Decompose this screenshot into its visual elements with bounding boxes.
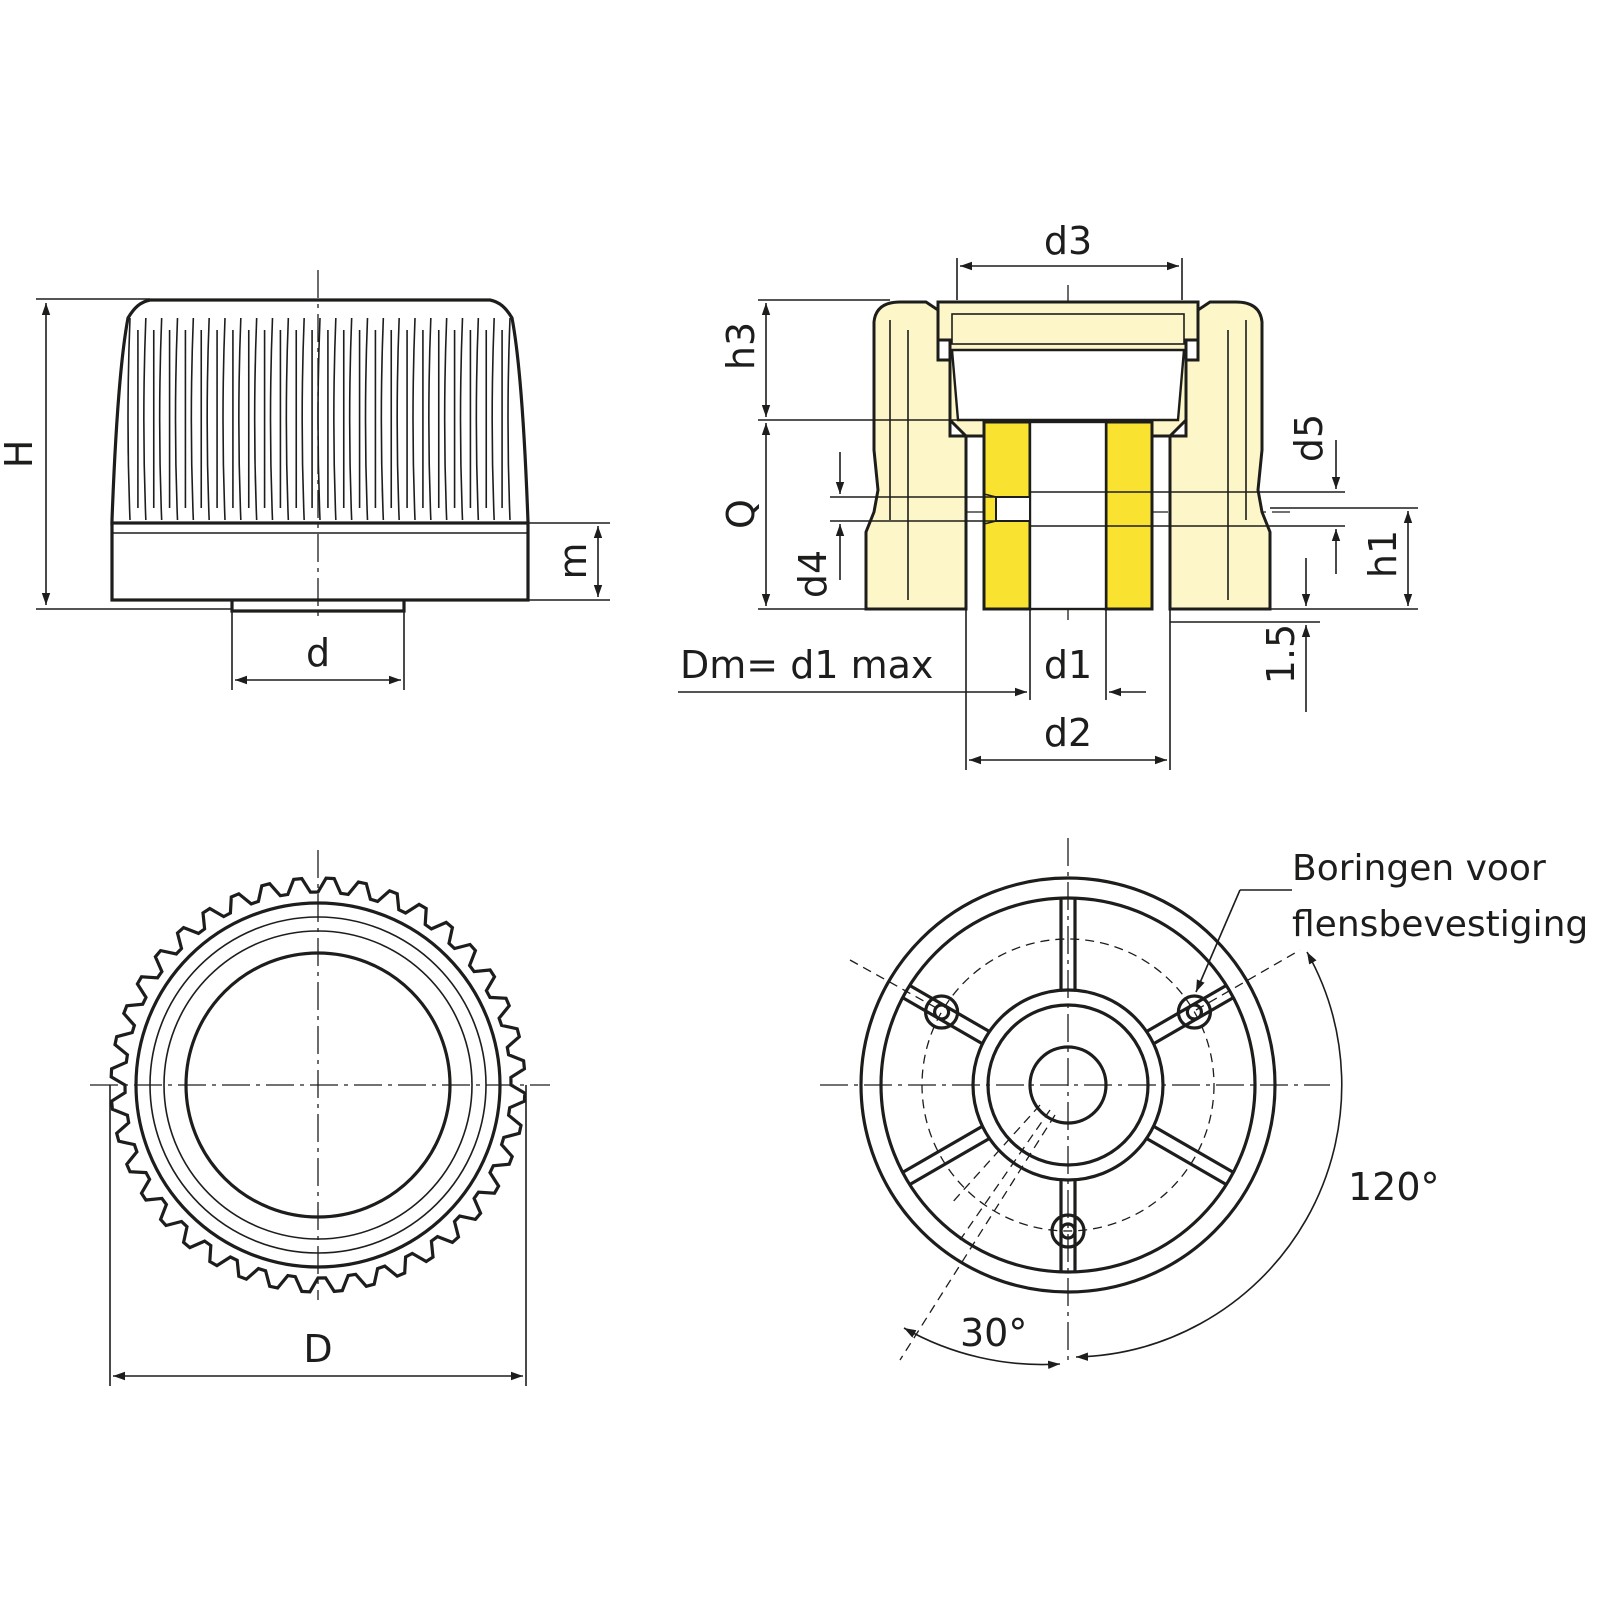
bore-hole-inner xyxy=(932,1003,951,1021)
flute-line xyxy=(222,317,226,521)
label-h3: h3 xyxy=(719,322,763,370)
label-d3: d3 xyxy=(1044,219,1092,263)
knob-base-band xyxy=(110,521,530,602)
note-line1: Boringen voor xyxy=(1292,848,1546,889)
flute-line xyxy=(190,317,195,521)
flute-line xyxy=(428,317,432,521)
rib-line xyxy=(901,996,984,1045)
flute-line xyxy=(253,317,258,521)
brass-insert-right xyxy=(1104,420,1154,611)
bore-hole-inner xyxy=(1059,1222,1077,1240)
knurled-rim xyxy=(109,876,527,1294)
label-d4: d4 xyxy=(791,550,835,598)
label-d: d xyxy=(306,631,330,675)
rib-line xyxy=(901,1125,984,1174)
label-dm: Dm= d1 max xyxy=(680,643,933,687)
label-m: m xyxy=(551,542,595,579)
label-d5: d5 xyxy=(1287,414,1331,462)
dim-H: H xyxy=(0,298,232,610)
label-Q: Q xyxy=(719,499,763,529)
label-D: D xyxy=(303,1327,332,1371)
knob-grip-outline xyxy=(110,298,530,525)
section-view: d3 h3 Q d4 d5 xyxy=(678,219,1418,770)
bore-hole xyxy=(923,994,960,1030)
flute-line xyxy=(127,317,131,521)
flute-line xyxy=(364,317,369,521)
dim-D: D xyxy=(109,1085,527,1386)
flute-line xyxy=(459,317,464,521)
flute-line xyxy=(317,317,321,521)
flute-line xyxy=(238,317,242,521)
flute-line xyxy=(396,317,400,521)
label-1-5: 1.5 xyxy=(1259,624,1303,684)
note-line2: flensbevestiging xyxy=(1292,904,1588,945)
flute-line xyxy=(475,317,480,521)
rib-line xyxy=(908,1137,991,1186)
bore-note: Boringen voor flensbevestiging xyxy=(1195,848,1588,993)
dim-Q: Q xyxy=(719,423,866,610)
dim-d3: d3 xyxy=(956,219,1183,300)
dim-d5: d5 xyxy=(1030,414,1345,574)
flute-line xyxy=(380,317,385,521)
label-H: H xyxy=(0,440,41,469)
top-view: D xyxy=(90,850,550,1386)
dim-h1: h1 xyxy=(1270,507,1418,610)
flute-line xyxy=(443,317,448,521)
label-d1: d1 xyxy=(1044,643,1092,687)
dim-h3: h3 xyxy=(719,299,960,421)
bottom-view: 120° 30° Boringen voor flensbevestiging xyxy=(820,838,1588,1369)
dim-d1: d1 Dm= d1 max xyxy=(678,609,1146,700)
dim-d4: d4 xyxy=(791,452,996,598)
knob-bottom-hub xyxy=(230,600,406,613)
angle-120: 120° xyxy=(1075,951,1440,1361)
flute-line xyxy=(206,317,210,521)
flute-line xyxy=(174,317,179,521)
knurled-flutes xyxy=(127,317,511,521)
dim-d2: d2 xyxy=(965,609,1171,770)
flute-line xyxy=(507,317,511,521)
flute-line xyxy=(269,317,274,521)
flute-line xyxy=(143,317,147,521)
label-h1: h1 xyxy=(1361,530,1405,578)
label-30: 30° xyxy=(960,1311,1027,1355)
flute-line xyxy=(301,317,305,521)
angle-30: 30° xyxy=(903,1311,1061,1369)
dim-m: m xyxy=(528,522,610,601)
flute-line xyxy=(491,317,495,521)
dim-1-5: 1.5 xyxy=(1170,558,1320,712)
label-120: 120° xyxy=(1348,1165,1440,1209)
flute-line xyxy=(412,317,416,521)
flute-line xyxy=(285,317,290,521)
flute-line xyxy=(333,317,337,521)
side-view: H m d xyxy=(0,270,610,690)
flute-line xyxy=(348,317,353,521)
flute-line xyxy=(158,317,163,521)
dim-d: d xyxy=(231,611,405,690)
label-d2: d2 xyxy=(1044,711,1092,755)
